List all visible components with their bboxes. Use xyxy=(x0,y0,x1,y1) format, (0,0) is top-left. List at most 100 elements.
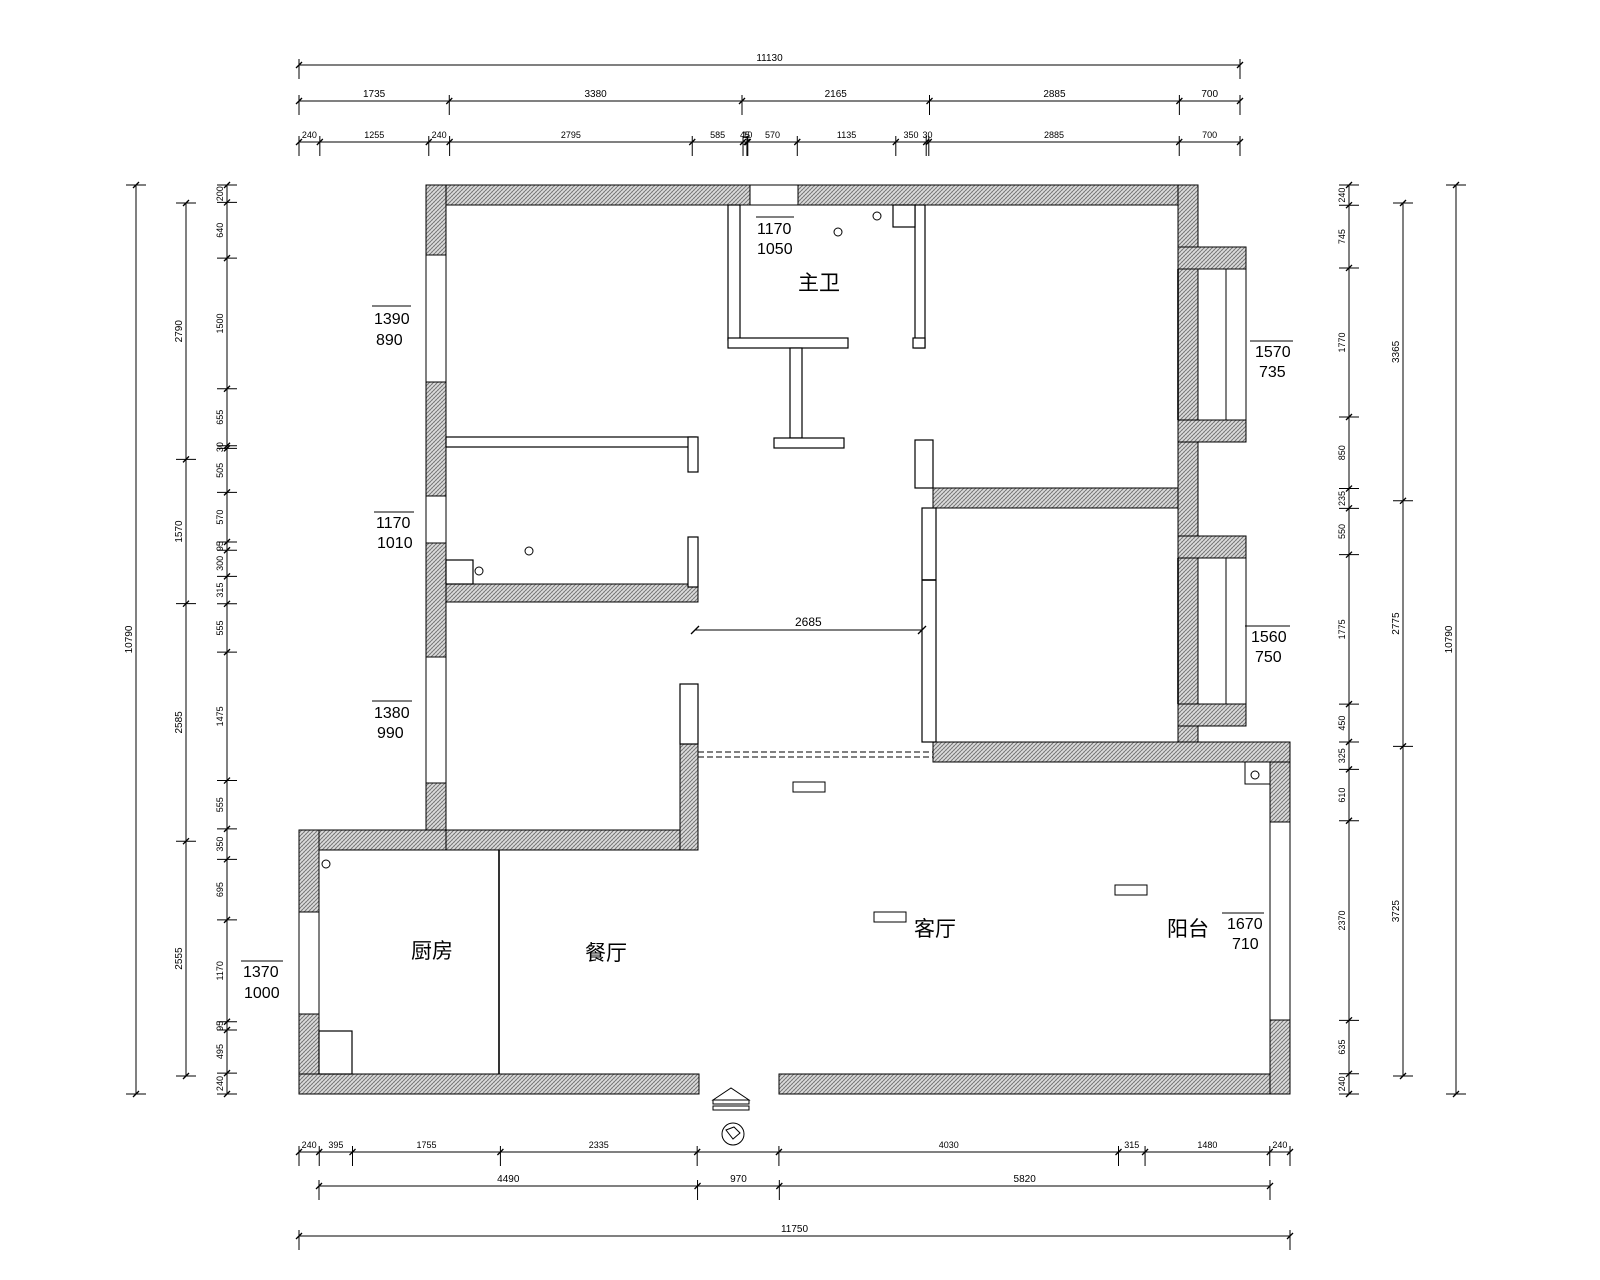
entrance-icon xyxy=(711,1087,751,1146)
window-height: 710 xyxy=(1232,936,1259,953)
dim-left-detail-label: 240 xyxy=(215,1076,225,1091)
opening-left-3 xyxy=(425,656,447,784)
window-width: 1670 xyxy=(1227,916,1263,933)
dim-bottom-detail-label: 240 xyxy=(302,1140,317,1150)
wall-lower-top-right xyxy=(932,741,1291,763)
dim-bottom-detail-label: 2335 xyxy=(589,1140,609,1150)
ceiling-light-icon xyxy=(1114,884,1148,896)
dim-left-detail-label: 1170 xyxy=(215,961,225,980)
dim-left-detail-label: 350 xyxy=(215,837,225,852)
dim-right-detail-label: 745 xyxy=(1337,229,1347,244)
window-height: 1050 xyxy=(757,241,793,258)
dim-left-detail-label: 95 xyxy=(215,541,225,551)
wall-right-upper xyxy=(1177,184,1199,753)
opening-bay-1 xyxy=(1225,268,1247,421)
window-label: 1560 750 xyxy=(1245,625,1290,666)
dim-bottom-total-label: 11750 xyxy=(781,1224,809,1235)
wall-bed3-right xyxy=(679,741,699,851)
drain-icon xyxy=(524,546,534,556)
dim-top-detail-label: 570 xyxy=(765,130,780,140)
bay2-bottom xyxy=(1177,703,1247,727)
dim-top-detail-label: 2795 xyxy=(561,130,581,140)
dim-left-detail-label: 495 xyxy=(215,1044,225,1059)
dim-right-detail-label: 240 xyxy=(1337,188,1347,203)
ceiling-light-icon xyxy=(792,781,826,793)
window-width: 1560 xyxy=(1251,629,1287,646)
window-labels: 1170 1050 1390 890 1570 735 1170 1010 15… xyxy=(241,216,1293,1002)
bed3-door-stub xyxy=(679,683,699,745)
dim-bottom-mid-label: 5820 xyxy=(1014,1174,1037,1185)
room-label-kitchen: 厨房 xyxy=(411,939,453,963)
ceiling-light-icon xyxy=(873,911,907,923)
dim-top-detail-label: 2885 xyxy=(1044,130,1064,140)
dim-top-detail-label: 240 xyxy=(302,130,317,140)
window-width: 1570 xyxy=(1255,344,1291,361)
room-label-dining: 餐厅 xyxy=(585,941,627,965)
bed2-cabinet xyxy=(445,559,474,585)
dim-bottom-mid-label: 4490 xyxy=(497,1174,520,1185)
dim-inner: 2685 xyxy=(795,615,822,629)
drain-icon xyxy=(833,227,843,237)
dim-bottom-detail-label: 4030 xyxy=(939,1140,959,1150)
dim-left-mid-label: 2790 xyxy=(174,320,185,343)
wall-east-mid xyxy=(932,487,1179,509)
fixtures xyxy=(321,211,1271,1146)
room-labels: 主卫 厨房 餐厅 客厅 阳台 xyxy=(411,271,1209,965)
bath-right-stub xyxy=(912,337,926,349)
opening-kitchen xyxy=(298,911,320,1015)
dim-right-detail-label: 235 xyxy=(1337,491,1347,506)
opening-bay-2 xyxy=(1225,557,1247,705)
t-stem xyxy=(789,347,803,439)
dim-right-detail-label: 1770 xyxy=(1337,332,1347,352)
dim-bottom-detail-label: 395 xyxy=(328,1140,343,1150)
dim-right-detail-label: 450 xyxy=(1337,716,1347,731)
opening-left-2 xyxy=(425,495,447,544)
dim-right-detail-label: 850 xyxy=(1337,445,1347,460)
dim-top-detail-label: 30 xyxy=(922,130,932,140)
window-height: 990 xyxy=(377,725,404,742)
window-width: 1380 xyxy=(374,705,410,722)
room-label-living: 客厅 xyxy=(914,917,956,941)
dim-right-detail-label: 2370 xyxy=(1337,911,1347,931)
opening-balcony xyxy=(1269,821,1291,1021)
dim-top-mid-label: 2165 xyxy=(825,89,848,100)
window-openings xyxy=(298,184,1291,1021)
dim-left-detail-label: 30 xyxy=(215,442,225,452)
dim-bottom-detail-label: 1755 xyxy=(416,1140,436,1150)
bed2-top-wall xyxy=(445,436,697,448)
dim-top-detail-label: 1135 xyxy=(837,130,856,140)
dim-left-detail-label: 505 xyxy=(215,463,225,478)
dim-top-detail-label: 585 xyxy=(710,130,725,140)
dim-left-detail-label: 570 xyxy=(215,510,225,525)
dim-top-mid-label: 700 xyxy=(1201,89,1218,100)
bath-bottom-wall xyxy=(727,337,849,349)
dim-left-mid-label: 2555 xyxy=(174,947,185,970)
dim-bottom-detail-label: 315 xyxy=(1124,1140,1139,1150)
window-height: 1010 xyxy=(377,535,413,552)
dim-left-detail-label: 315 xyxy=(215,583,225,598)
dim-right-detail-label: 550 xyxy=(1337,524,1347,539)
dim-right-detail-label: 1775 xyxy=(1337,619,1347,639)
dim-left-mid-label: 1570 xyxy=(174,520,185,543)
window-width: 1170 xyxy=(376,515,411,532)
dim-right-total-label: 10790 xyxy=(1444,625,1455,653)
dim-right-detail-label: 240 xyxy=(1337,1076,1347,1091)
dim-left-detail-label: 1500 xyxy=(215,313,225,333)
dim-left-detail-label: 655 xyxy=(215,410,225,425)
window-label: 1670 710 xyxy=(1222,912,1264,953)
window-width: 1170 xyxy=(757,221,792,238)
dim-left-detail-label: 555 xyxy=(215,797,225,812)
dim-top-mid-label: 2885 xyxy=(1043,89,1066,100)
wall-top xyxy=(425,184,1199,206)
window-label: 1380 990 xyxy=(372,700,412,742)
dim-bottom-detail-label: 240 xyxy=(1272,1140,1287,1150)
bay1-top xyxy=(1177,246,1247,270)
window-height: 1000 xyxy=(244,985,280,1002)
window-label: 1570 735 xyxy=(1250,340,1293,381)
dim-left-detail-label: 300 xyxy=(215,556,225,571)
bay2-top xyxy=(1177,535,1247,559)
dim-right-detail-label: 610 xyxy=(1337,788,1347,803)
dim-left-total-label: 10790 xyxy=(124,625,135,653)
bed2-door-stub xyxy=(687,536,699,588)
